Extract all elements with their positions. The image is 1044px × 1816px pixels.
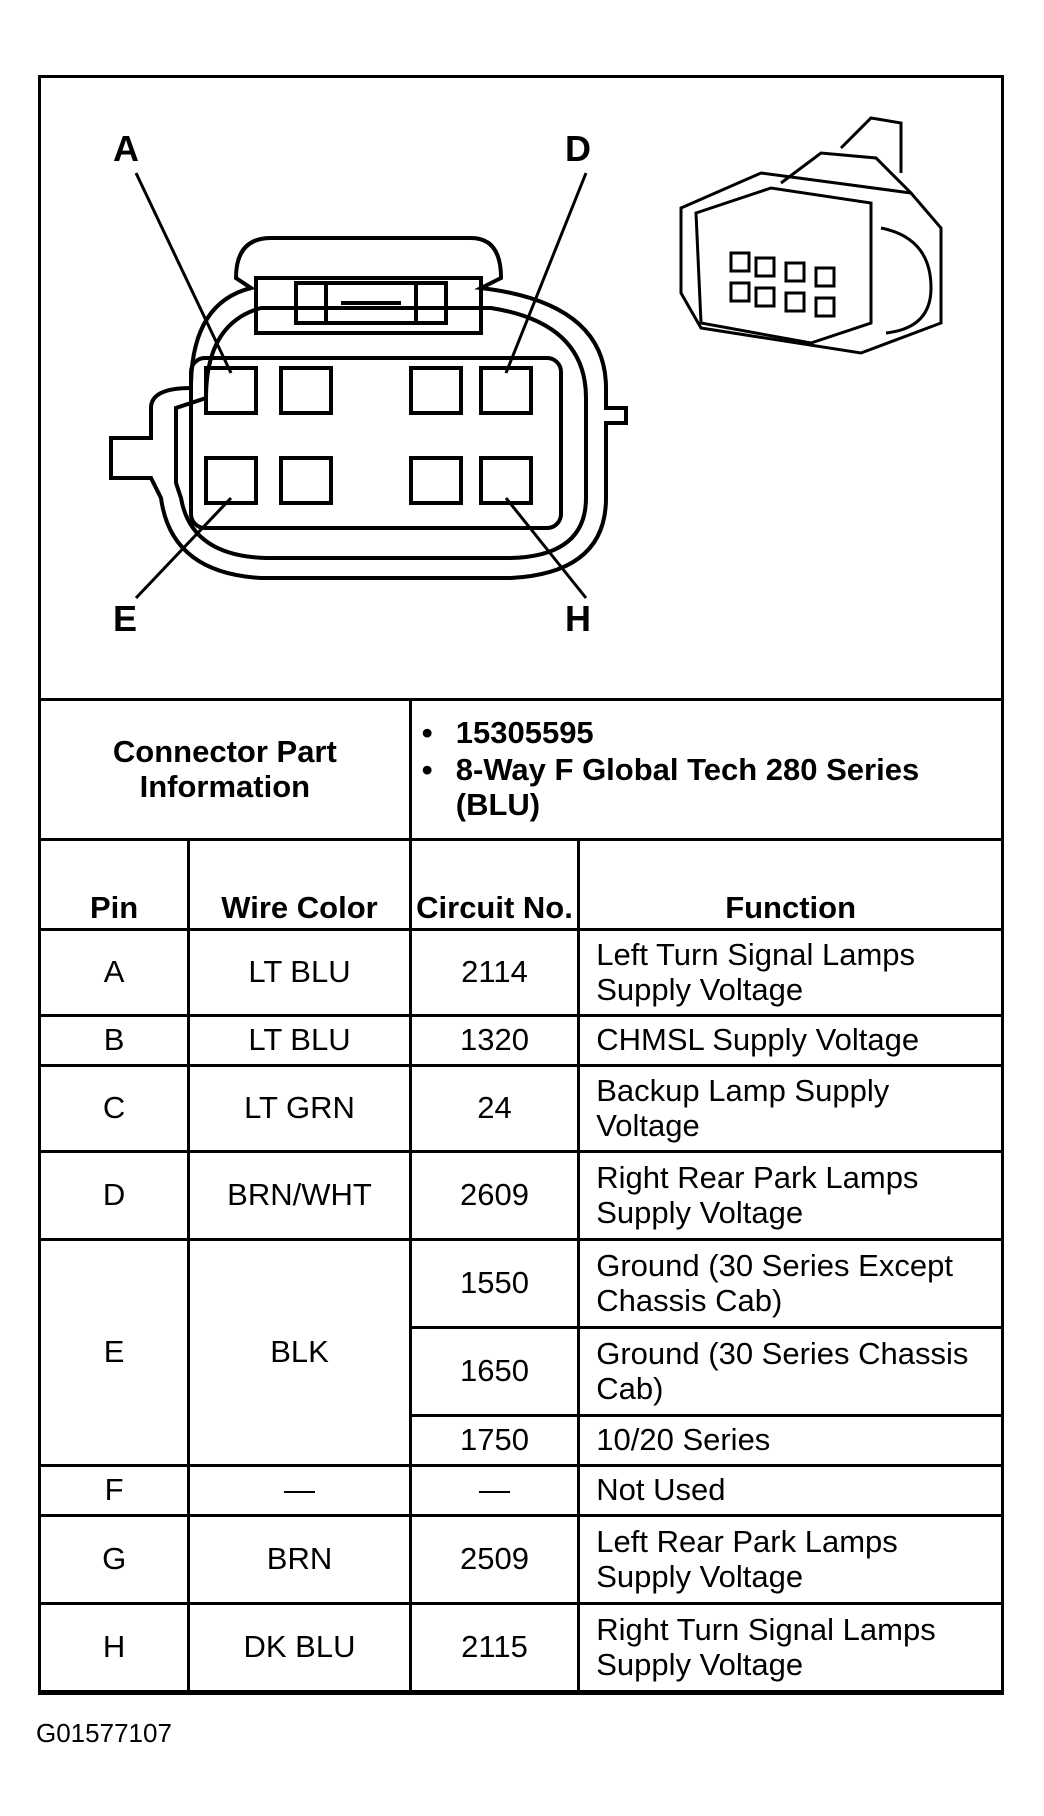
pin-cell: D <box>37 1150 191 1241</box>
table-row: E BLK 1550 Ground (30 Series Except Chas… <box>37 1238 1004 1467</box>
circuit-cell: 1650 <box>408 1326 581 1417</box>
pin-cell: B <box>37 1014 191 1067</box>
pin-label-a: A <box>113 128 139 169</box>
table-row: 1750 10/20 Series <box>40 1414 1004 1467</box>
leader-line-h <box>504 497 588 599</box>
pin-cell: E <box>37 1238 191 1467</box>
pin-cavity-a <box>204 366 258 415</box>
function-cell: Left Turn Signal Lamps Supply Voltage <box>577 928 1004 1017</box>
circuit-cell: 1320 <box>408 1014 581 1067</box>
circuit-cell: 2609 <box>408 1150 581 1241</box>
connector-part-number: 15305595 <box>422 716 991 751</box>
circuit-cell: 2114 <box>408 928 581 1017</box>
header-function: Function <box>577 838 1004 931</box>
pin-cell: A <box>37 928 191 1017</box>
circuit-cell: 2509 <box>408 1514 581 1605</box>
wire-color-cell: BLK <box>187 1238 412 1467</box>
wire-color-cell: DK BLU <box>187 1602 412 1693</box>
pin-cavity-f <box>279 456 333 505</box>
connector-info-details: 15305595 8-Way F Global Tech 280 Series … <box>408 698 1005 841</box>
connector-info-table: Connector Part Information 15305595 8-Wa… <box>38 698 1005 841</box>
pin-cavity-b <box>279 366 333 415</box>
table-header-row: Pin Wire Color Circuit No. Function <box>37 838 1004 931</box>
circuit-cell: 2115 <box>408 1602 581 1693</box>
wire-color-cell: BRN/WHT <box>187 1150 412 1241</box>
pin-cavity-g <box>409 456 463 505</box>
function-cell: Ground (30 Series Chassis Cab) <box>577 1326 1004 1417</box>
wire-color-cell: LT BLU <box>187 928 412 1017</box>
wire-color-cell: — <box>187 1464 412 1517</box>
header-circuit: Circuit No. <box>408 838 581 931</box>
pin-label-h: H <box>565 598 591 639</box>
circuit-cell: 24 <box>408 1064 581 1153</box>
pin-cell: C <box>37 1064 191 1153</box>
function-cell: Left Rear Park Lamps Supply Voltage <box>577 1514 1004 1605</box>
function-cell: Right Turn Signal Lamps Supply Voltage <box>577 1602 1004 1693</box>
pin-cell: H <box>37 1602 191 1693</box>
table-row: D BRN/WHT 2609 Right Rear Park Lamps Sup… <box>37 1150 1004 1241</box>
pin-cavity-h <box>479 456 533 505</box>
pin-cavity-e <box>204 456 258 505</box>
leader-line-e <box>134 496 233 600</box>
connector-housing-outline <box>109 236 628 580</box>
header-pin: Pin <box>37 838 191 931</box>
pin-cavity-c <box>409 366 463 415</box>
table-row: H DK BLU 2115 Right Turn Signal Lamps Su… <box>37 1602 1004 1693</box>
pin-cavity-d <box>479 366 533 415</box>
cavity-block <box>189 356 563 530</box>
figure-id: G01577107 <box>36 1718 172 1748</box>
function-cell: Right Rear Park Lamps Supply Voltage <box>577 1150 1004 1241</box>
header-wire-color: Wire Color <box>187 838 412 931</box>
connector-latch <box>254 276 483 335</box>
function-cell: CHMSL Supply Voltage <box>577 1014 1004 1067</box>
table-row: F — — Not Used <box>37 1464 1004 1517</box>
table-row: B LT BLU 1320 CHMSL Supply Voltage <box>37 1014 1004 1067</box>
connector-diagram: A D E H <box>41 78 1001 698</box>
table-row: G BRN 2509 Left Rear Park Lamps Supply V… <box>37 1514 1004 1605</box>
wire-color-cell: BRN <box>187 1514 412 1605</box>
figure-frame: A D E H Connector Part Information 15305… <box>37 75 1005 1695</box>
pin-cell: G <box>37 1514 191 1605</box>
connector-face-view <box>109 116 943 600</box>
function-cell: Ground (30 Series Except Chassis Cab) <box>577 1238 1004 1329</box>
pin-cell: F <box>37 1464 191 1517</box>
function-cell: Backup Lamp Supply Voltage <box>577 1064 1004 1153</box>
leader-line-a <box>134 172 233 374</box>
leader-line-d <box>504 172 588 374</box>
function-cell: Not Used <box>577 1464 1004 1517</box>
table-row: 1650 Ground (30 Series Chassis Cab) <box>40 1326 1004 1417</box>
connector-3d-icon <box>679 116 943 355</box>
connector-description: 8-Way F Global Tech 280 Series (BLU) <box>422 752 991 822</box>
table-row: C LT GRN 24 Backup Lamp Supply Voltage <box>37 1064 1004 1153</box>
circuit-cell: — <box>408 1464 581 1517</box>
circuit-cell: 1750 <box>408 1414 581 1467</box>
connector-info-label: Connector Part Information <box>38 698 412 841</box>
function-cell: 10/20 Series <box>577 1414 1004 1467</box>
pinout-table: Pin Wire Color Circuit No. Function A LT… <box>37 838 1004 1693</box>
pin-label-d: D <box>565 128 591 169</box>
wire-color-cell: LT BLU <box>187 1014 412 1067</box>
pin-label-e: E <box>113 598 138 639</box>
latch-window <box>294 281 448 325</box>
table-row: A LT BLU 2114 Left Turn Signal Lamps Sup… <box>37 928 1004 1017</box>
wire-color-cell: LT GRN <box>187 1064 412 1153</box>
circuit-cell: 1550 <box>408 1238 581 1329</box>
connector-housing-inner <box>174 306 588 560</box>
